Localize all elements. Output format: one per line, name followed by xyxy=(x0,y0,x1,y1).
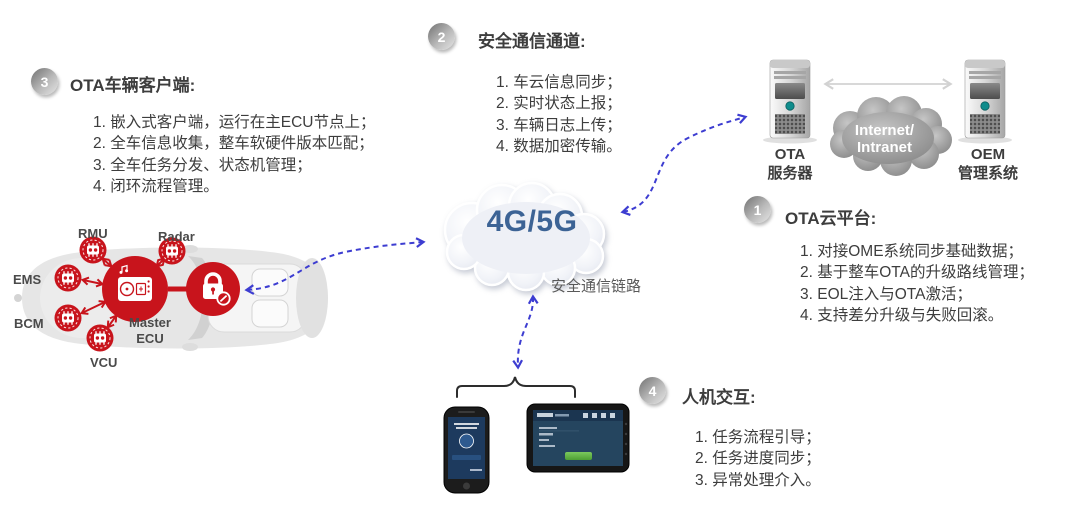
tablet-action-button xyxy=(565,452,592,460)
arrow-master-rmu xyxy=(103,259,111,266)
smartphone xyxy=(443,406,490,494)
vcu-node xyxy=(85,323,115,353)
secure-link-label: 安全通信链路 xyxy=(551,278,642,295)
ota-server-icon xyxy=(762,59,818,144)
cloud-platform-title: OTA云平台: xyxy=(785,209,877,228)
master-ecu-label: Master ECU xyxy=(129,315,171,346)
ems-label: EMS xyxy=(13,272,42,287)
arrow-master-ems xyxy=(83,280,102,284)
list-item: 2. 基于整车OTA的升级路线管理； xyxy=(800,264,1034,282)
link-cloud-devices xyxy=(512,294,539,370)
tablet xyxy=(526,403,630,473)
list-item: 2. 任务进度同步； xyxy=(695,450,821,468)
list-item: 2. 全车信息收集，整车软硬件版本匹配； xyxy=(93,135,374,153)
ota-server-label: OTA 服务器 xyxy=(767,146,813,182)
radar-label: Radar xyxy=(158,229,195,244)
list-item: 3. 车辆日志上传； xyxy=(496,116,622,134)
link-vehicle-cloud xyxy=(244,237,426,295)
list-item: 4. 支持差分升级与失败回滚。 xyxy=(800,306,1004,324)
step-badge-1: 1 xyxy=(744,196,771,223)
music-note-icon xyxy=(121,264,128,272)
bcm-node xyxy=(53,303,83,333)
security-lock-node xyxy=(186,262,240,316)
vehicle-client-list: 1. 嵌入式客户端，运行在主ECU节点上； 2. 全车信息收集，整车软硬件版本匹… xyxy=(93,112,375,197)
hmi-title: 人机交互: xyxy=(682,388,756,407)
list-item: 1. 嵌入式客户端，运行在主ECU节点上； xyxy=(93,114,376,131)
devices-bracket xyxy=(456,376,576,398)
cellular-cloud-label: 4G/5G xyxy=(486,205,578,238)
step-badge-3: 3 xyxy=(31,68,58,95)
list-item: 1. 车云信息同步； xyxy=(496,74,622,91)
arrow-master-bcm xyxy=(82,302,105,313)
bcm-label: BCM xyxy=(14,316,44,331)
step-badge-2: 2 xyxy=(428,23,455,50)
hmi-list: 1. 任务流程引导； 2. 任务进度同步； 3. 异常处理介入。 xyxy=(695,427,821,491)
list-item: 3. 全车任务分发、状态机管理； xyxy=(93,156,312,174)
arrow-master-vcu xyxy=(108,316,116,327)
oem-server-icon xyxy=(957,59,1013,144)
link-cloud-server xyxy=(620,113,748,216)
internet-cloud-label: Internet/ Intranet xyxy=(854,122,915,156)
list-item: 4. 闭环流程管理。 xyxy=(93,177,219,195)
master-ecu-node xyxy=(102,256,168,322)
list-item: 1. 任务流程引导； xyxy=(695,429,821,446)
internet-cloud xyxy=(830,96,952,176)
lock-icon xyxy=(204,272,222,284)
list-item: 1. 对接OME系统同步基础数据； xyxy=(800,243,1024,260)
secure-channel-title: 安全通信通道: xyxy=(478,32,586,51)
list-item: 3. 异常处理介入。 xyxy=(695,471,821,489)
in-vehicle-network xyxy=(53,235,240,353)
oem-server-label: OEM 管理系统 xyxy=(957,146,1018,182)
cloud-platform-list: 1. 对接OME系统同步基础数据； 2. 基于整车OTA的升级路线管理； 3. … xyxy=(800,241,1034,326)
vcu-label: VCU xyxy=(90,355,118,370)
ems-node xyxy=(53,263,83,293)
vehicle-client-title: OTA车辆客户端: xyxy=(70,76,196,95)
step-badge-4: 4 xyxy=(639,377,666,404)
rmu-label: RMU xyxy=(78,226,108,241)
secure-channel-list: 1. 车云信息同步； 2. 实时状态上报； 3. 车辆日志上传； 4. 数据加密… xyxy=(496,72,622,157)
list-item: 4. 数据加密传输。 xyxy=(496,137,622,155)
cellular-cloud xyxy=(443,181,606,292)
list-item: 3. EOL注入与OTA激活； xyxy=(800,285,972,303)
list-item: 2. 实时状态上报； xyxy=(496,95,622,113)
